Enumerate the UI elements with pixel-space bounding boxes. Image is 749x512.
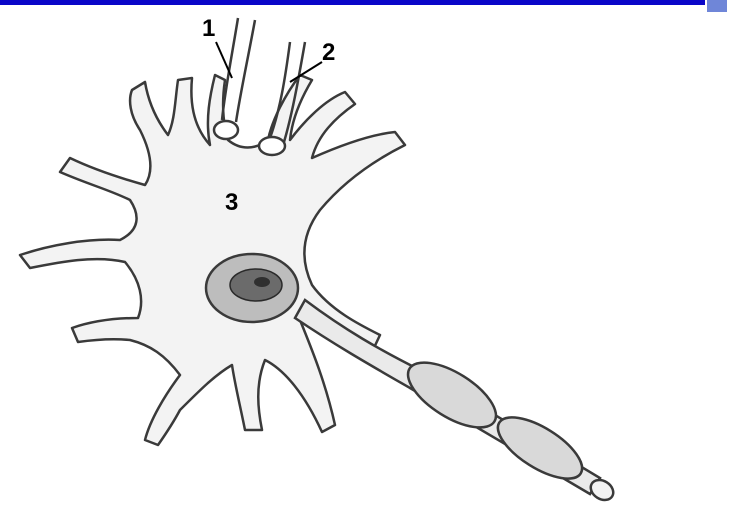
label-1: 1 [202,15,215,42]
axon [295,300,617,504]
myelin-sheath-1 [398,350,506,440]
neuron-cell [20,75,405,445]
synaptic-bouton-1 [214,121,238,139]
fiber-1 [222,18,238,120]
nucleus [206,254,298,322]
label-2: 2 [322,39,335,66]
label-3: 3 [225,189,238,216]
fiber-1b [236,20,255,122]
synaptic-bouton-2 [259,137,285,155]
myelin-sheath-2 [489,406,592,491]
cell-body-outline [20,75,405,445]
